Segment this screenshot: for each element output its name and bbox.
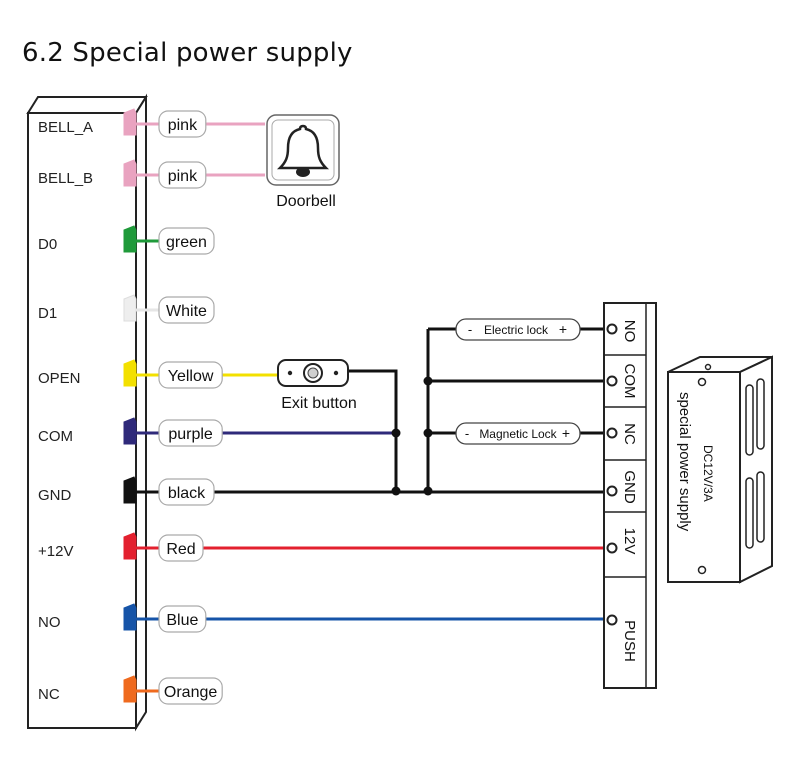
pin-label-com: COM: [38, 428, 73, 445]
wire-label-box: [158, 677, 223, 705]
magnetic-lock-plus: +: [562, 425, 570, 441]
power-supply-vent: [756, 378, 765, 450]
pin-connector: [123, 603, 137, 631]
pin-connector: [123, 675, 137, 703]
wire-label-black: black: [168, 485, 206, 502]
power-supply-front-face: [667, 371, 741, 583]
terminal-screw-nc: [606, 427, 618, 439]
exit-button-wire: [348, 369, 398, 491]
wire-label-orange: Orange: [164, 684, 217, 701]
pin-connector: [123, 359, 137, 387]
magnetic-lock: - Magnetic Lock +: [455, 422, 581, 445]
power-supply-vent: [745, 384, 754, 456]
bell-icon: [276, 124, 330, 177]
wire-label-box: [158, 227, 215, 255]
junction-dot: [423, 376, 433, 386]
terminal-screw-gnd: [606, 485, 618, 497]
controller-top-face: [26, 96, 148, 114]
wire-label-pink: pink: [168, 117, 198, 134]
terminal-label-nc: NC: [621, 423, 638, 445]
junction-wiring: [348, 327, 612, 491]
terminal-label-12v: 12V: [621, 528, 638, 555]
wire-label-box: [158, 361, 223, 389]
pin-label-d1: D1: [38, 305, 57, 322]
doorbell-label: Doorbell: [276, 193, 336, 210]
power-supply-model: DC12V/3A: [701, 445, 715, 502]
pin-label-gnd: GND: [38, 487, 72, 504]
terminal-label-no: NO: [621, 320, 638, 343]
magnetic-lock-box: [455, 422, 581, 445]
exit-button-label: Exit button: [281, 395, 357, 412]
controller-front-face: [27, 112, 137, 729]
electric-lock-box: [455, 318, 581, 341]
pin-label-nc: NC: [38, 686, 60, 703]
electric-lock: - Electric lock +: [455, 318, 581, 341]
wire-label-box: [158, 110, 207, 138]
junction-dot: [423, 428, 433, 438]
pin-label-no: NO: [38, 614, 61, 631]
junction-dots: [391, 376, 433, 496]
terminal-screw-no: [606, 323, 618, 335]
pin-connector: [123, 532, 137, 560]
electric-lock-plus: +: [559, 321, 567, 337]
power-supply-label: special power supply: [676, 392, 693, 532]
power-supply-vent: [756, 471, 765, 543]
wire-label-white: White: [166, 303, 207, 320]
junction-dot: [423, 486, 433, 496]
exit-button: Exit button: [277, 359, 357, 412]
wire-label-yellow: Yellow: [168, 368, 214, 385]
wire-label-blue: Blue: [166, 612, 198, 629]
pin-connector: [123, 417, 137, 445]
junction-dot: [391, 428, 401, 438]
power-supply-screw: [697, 377, 707, 387]
pin-label-bellb: BELL_B: [38, 170, 93, 187]
pin-connector: [123, 108, 137, 136]
pin-connector: [123, 476, 137, 504]
wire-label-green: green: [166, 234, 207, 251]
magnetic-lock-label: Magnetic Lock: [479, 427, 557, 441]
wire-label-box: [158, 605, 207, 633]
terminal-label-push: PUSH: [621, 620, 638, 662]
pin-label-12v: +12V: [38, 543, 73, 560]
power-supply-vent: [745, 477, 754, 549]
pin-label-open: OPEN: [38, 370, 81, 387]
terminal-screw-push: [606, 614, 618, 626]
junction-dot: [391, 486, 401, 496]
power-supply-screw: [704, 363, 712, 371]
wire-label-box: [158, 161, 207, 189]
wire-label-box: [158, 534, 204, 562]
pin-connector: [123, 225, 137, 253]
terminal-label-com: COM: [621, 364, 638, 399]
exit-button-knob-inner: [307, 367, 319, 379]
wire-label-box: [158, 478, 215, 506]
wire-label-red: Red: [166, 541, 195, 558]
pin-label-d0: D0: [38, 236, 57, 253]
exit-button-screw-right: [333, 370, 339, 376]
doorbell: Doorbell: [266, 114, 340, 210]
electric-lock-minus: -: [468, 322, 472, 337]
controller-side-face: [135, 93, 147, 732]
terminal-label-gnd: GND: [621, 470, 638, 504]
pin-connector: [123, 294, 137, 322]
power-supply-side-face: [739, 355, 773, 584]
terminal-block: NO COM NC GND 12V PUSH: [603, 302, 657, 689]
exit-button-screw-left: [287, 370, 293, 376]
electric-lock-label: Electric lock: [484, 323, 549, 337]
wire-label-purple: purple: [168, 426, 213, 443]
pin-connector: [123, 159, 137, 187]
wire-label-box: [158, 296, 215, 324]
wire-label-box: [158, 419, 223, 447]
magnetic-lock-minus: -: [465, 426, 469, 441]
power-supply-screw: [697, 565, 707, 575]
pin-label-bella: BELL_A: [38, 119, 93, 136]
terminal-screw-com: [606, 375, 618, 387]
page-title: 6.2 Special power supply: [22, 38, 353, 68]
wire-label-pink: pink: [168, 168, 198, 185]
terminal-screw-12v: [606, 542, 618, 554]
power-supply: DC12V/3A special power supply: [667, 355, 773, 584]
